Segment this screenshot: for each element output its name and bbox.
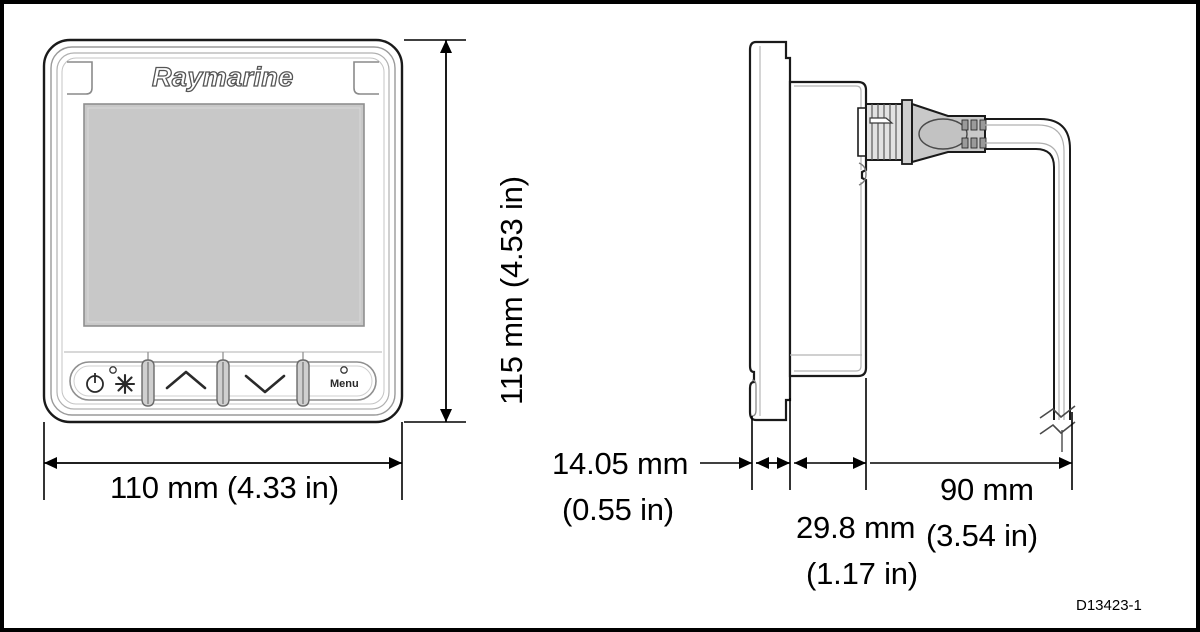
instrument-body (788, 80, 868, 378)
dimension-bezel-depth-inch: (0.55 in) (562, 492, 674, 527)
dimension-body-depth-mm: 29.8 mm (796, 510, 916, 545)
corner-tab-top-left (67, 61, 93, 95)
body-inner-bevel-bottom (794, 182, 862, 372)
chevron-down-icon (244, 374, 286, 394)
dimension-width (43, 422, 403, 500)
dimension-depth-chain (700, 378, 1073, 490)
drawing-reference-number: D13423-1 (1076, 597, 1142, 614)
power-button[interactable] (86, 366, 117, 393)
connector-base (857, 107, 867, 157)
grip-thumb-depression (918, 118, 968, 150)
down-button[interactable] (244, 374, 286, 394)
cable-break-symbol (1039, 405, 1076, 435)
keypad-separator-posts (141, 352, 310, 407)
dimension-height-label: 115 mm (4.53 in) (494, 176, 529, 405)
connector-keyway (869, 117, 894, 124)
connector-thread-ribs (871, 104, 897, 160)
cable-highlight-2 (985, 142, 1060, 420)
bezel-clip-detail (751, 379, 757, 417)
cable-highlight-1 (985, 124, 1065, 420)
brightness-button[interactable] (114, 373, 136, 395)
chevron-up-icon (165, 370, 207, 390)
lcd-screen (83, 103, 365, 327)
grip-ridges (961, 119, 987, 149)
front-bezel-profile (748, 40, 792, 422)
cable-connector-grip (911, 102, 987, 164)
corner-tab-top-right (353, 61, 379, 95)
dimension-bezel-depth-mm: 14.05 mm (552, 446, 689, 481)
separator-post-1 (141, 352, 155, 407)
up-button[interactable] (165, 370, 207, 390)
dimension-body-depth-inch: (1.17 in) (806, 556, 918, 591)
threaded-connector (857, 99, 913, 165)
separator-post-3 (296, 352, 310, 407)
dimension-cable-clearance-mm: 90 mm (940, 472, 1034, 507)
led-indicator-icon (109, 366, 117, 374)
connector-collar (901, 99, 913, 165)
front-view-group (42, 38, 404, 424)
cable-outer-edge-top (985, 118, 1071, 420)
raymarine-logo: Raymarine (151, 61, 294, 92)
dimension-width-label: 110 mm (4.33 in) (110, 470, 339, 505)
body-side-notch (858, 162, 867, 186)
menu-button[interactable] (340, 366, 348, 374)
menu-button-label: Menu (330, 378, 359, 390)
separator-post-2 (216, 352, 230, 407)
lcd-inner-bevel (87, 107, 361, 323)
side-view-group (748, 40, 1076, 452)
dimension-height (404, 39, 466, 423)
dimension-cable-clearance-inch: (3.54 in) (926, 518, 1038, 553)
cable (985, 118, 1076, 452)
brightness-icon (114, 373, 136, 395)
menu-led-indicator-icon (340, 366, 348, 374)
cable-outer-edge-bottom (985, 148, 1055, 420)
body-inner-bevel-top (794, 85, 862, 170)
